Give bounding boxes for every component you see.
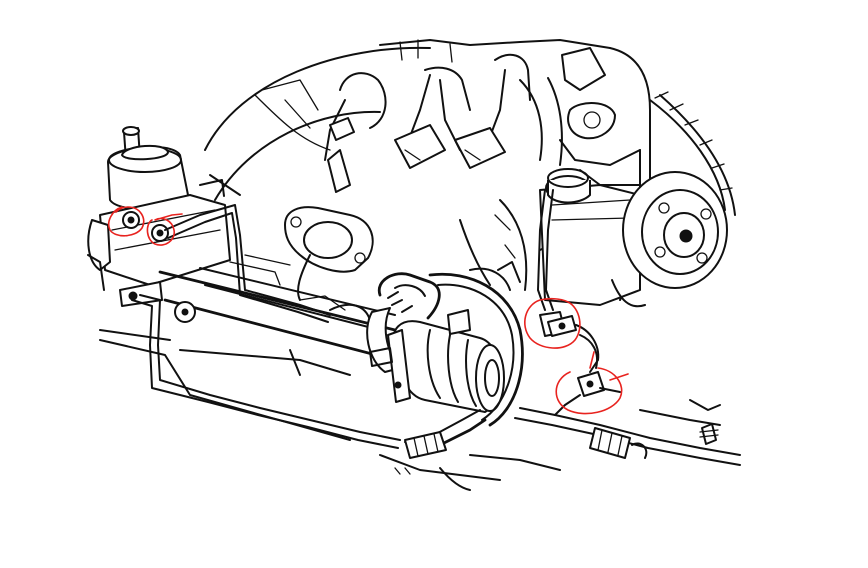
- highlight-right-fitting-1: [524, 297, 581, 349]
- highlight-right-fitting-2: [555, 351, 629, 415]
- highlight-left-fitting-1: [107, 206, 145, 237]
- steering-gear-housing: [87, 126, 241, 307]
- hydraulic-pump-assembly: [369, 261, 524, 459]
- highlight-left-fitting-2: [146, 213, 183, 246]
- steering-rack: [158, 254, 401, 373]
- power-steering-pump: [539, 91, 736, 308]
- highlight-markers: [107, 206, 629, 415]
- pressure-line-right: [379, 189, 741, 491]
- steering-lines: [87, 204, 401, 449]
